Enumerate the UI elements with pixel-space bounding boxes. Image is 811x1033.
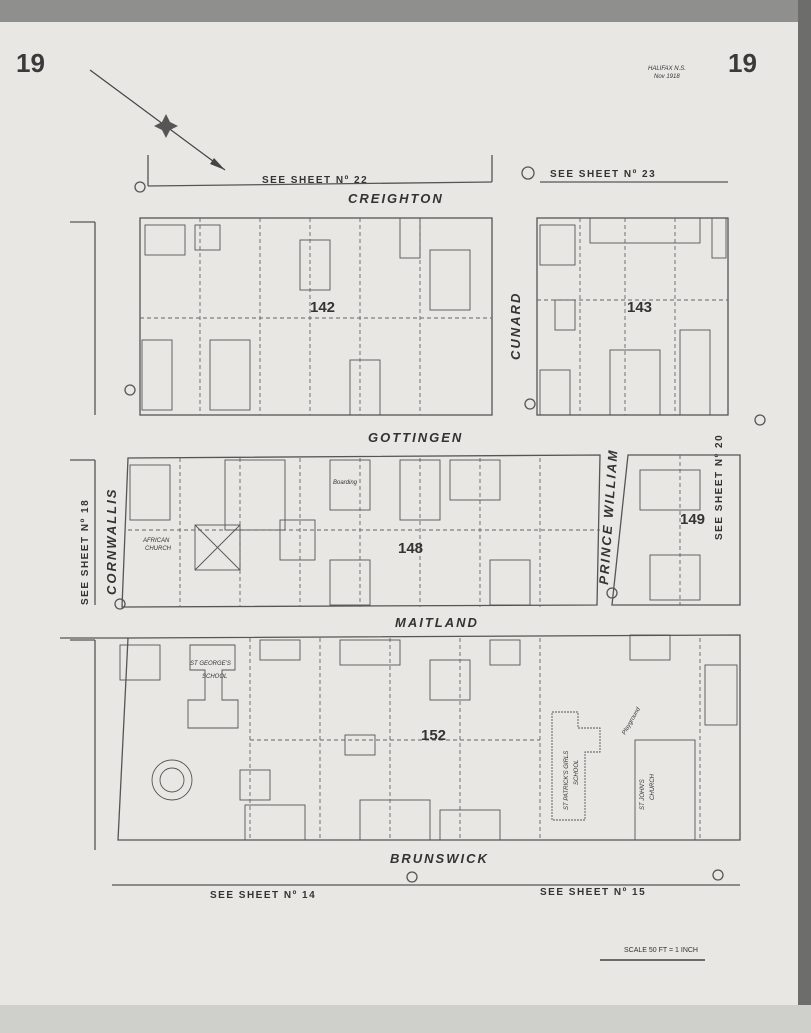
header-date: Nov 1918 [654,74,680,80]
north-arrow-icon [89,69,226,171]
scan-bottom-edge [0,1005,811,1033]
street-cunard: CUNARD [508,292,523,360]
sheet-number-left: 19 [16,48,45,78]
header-city: HALIFAX N.S. [648,66,686,72]
see-sheet-18[interactable]: SEE SHEET Nº 18 [80,499,91,605]
block-148 [121,454,601,608]
scan-edge [798,0,811,1033]
see-sheet-15[interactable]: SEE SHEET Nº 15 [540,887,646,898]
block-number-148: 148 [398,540,423,557]
label-st-patricks-school: SCHOOL [574,760,580,785]
street-cornwallis: CORNWALLIS [104,488,119,595]
street-gottingen: GOTTINGEN [368,430,463,445]
label-playground: Playground [622,706,643,736]
hydrant-icons [114,181,766,883]
block-number-152: 152 [421,727,446,744]
block-143 [536,217,729,416]
label-st-johns-church: CHURCH [650,773,656,800]
label-st-johns: ST JOHN'S [640,779,646,810]
label-st-georges: ST GEORGE'S [190,661,231,667]
label-african: AFRICAN [142,538,170,544]
see-sheet-20[interactable]: SEE SHEET Nº 20 [714,434,725,540]
label-st-georges-school: SCHOOL [202,674,227,680]
block-number-149: 149 [680,511,705,528]
map-sheet [0,22,798,1007]
sheet-number-right: 19 [728,48,757,78]
block-149 [611,454,741,606]
see-sheet-22[interactable]: SEE SHEET Nº 22 [262,175,368,186]
label-african-church: CHURCH [145,546,172,552]
block-number-142: 142 [310,299,335,316]
lot-lines [128,218,728,840]
block-142 [139,217,493,416]
scale-label: SCALE 50 FT = 1 INCH [624,947,698,954]
block-number-143: 143 [627,299,652,316]
label-boarding: Boarding [333,480,358,486]
street-creighton: CREIGHTON [348,191,444,206]
see-sheet-23[interactable]: SEE SHEET Nº 23 [550,169,656,180]
label-st-patricks: ST PATRICK'S GIRLS [564,751,570,810]
street-brunswick: BRUNSWICK [390,851,489,866]
street-maitland: MAITLAND [395,615,479,630]
buildings [119,217,738,841]
see-sheet-14[interactable]: SEE SHEET Nº 14 [210,890,316,901]
block-152 [117,634,741,841]
